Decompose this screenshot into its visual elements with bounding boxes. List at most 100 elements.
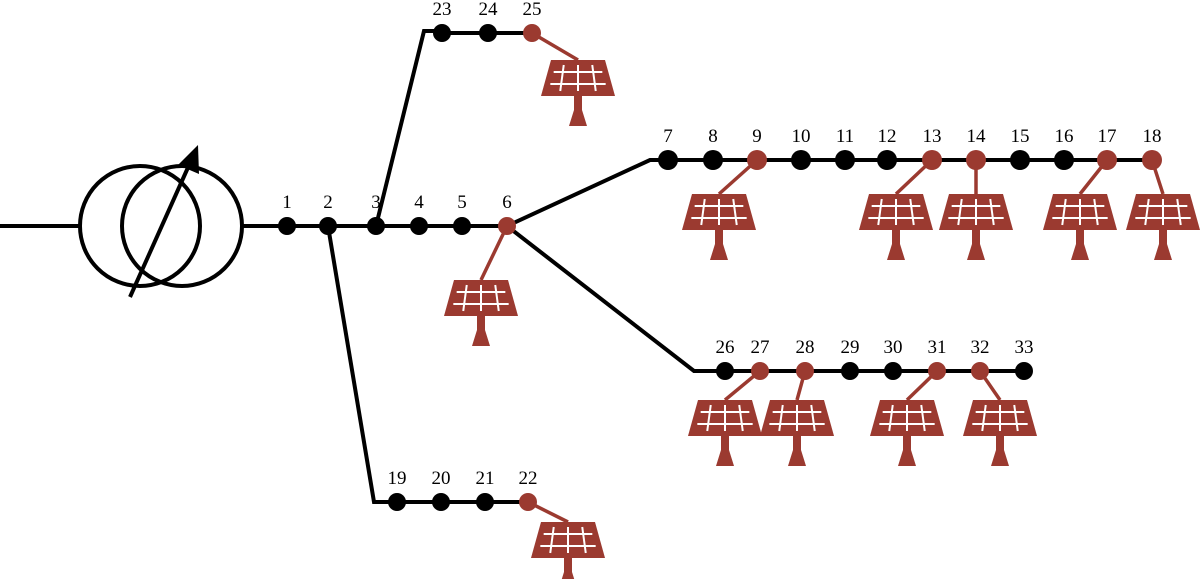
branch-line-6-26 bbox=[505, 224, 725, 373]
solar-panel-icon bbox=[1126, 194, 1200, 260]
solar-panel-base bbox=[887, 244, 905, 260]
solar-panel-grid-line bbox=[778, 404, 784, 432]
bus-label-15: 15 bbox=[1011, 126, 1030, 147]
bus-node-3 bbox=[367, 217, 385, 235]
solar-panel-base bbox=[898, 450, 916, 466]
solar-panel-grid-line bbox=[810, 404, 816, 432]
bus-label-30: 30 bbox=[884, 337, 903, 358]
solar-panel-base bbox=[561, 572, 575, 579]
solar-panel-stand bbox=[996, 436, 1004, 456]
bus-label-10: 10 bbox=[792, 126, 811, 147]
bus-label-25: 25 bbox=[523, 0, 542, 20]
bus-node-20 bbox=[432, 493, 450, 511]
solar-panel-grid-line bbox=[706, 404, 712, 432]
solar-panel-stand bbox=[721, 436, 729, 456]
bus-node-8 bbox=[703, 150, 723, 170]
solar-panel-stand bbox=[1159, 230, 1167, 250]
bus-node-5 bbox=[453, 217, 471, 235]
solar-panel-stand bbox=[972, 230, 980, 250]
solar-panel-grid-line bbox=[700, 198, 706, 226]
bus-node-28 bbox=[796, 362, 814, 380]
bus-label-3: 3 bbox=[371, 192, 381, 213]
bus-label-21: 21 bbox=[476, 468, 495, 489]
bus-node-33 bbox=[1015, 362, 1033, 380]
solar-panel-grid-line bbox=[549, 526, 555, 554]
solar-panel-grid-line bbox=[877, 198, 883, 226]
solar-panel-grid-line bbox=[909, 198, 915, 226]
bus-node-4 bbox=[410, 217, 428, 235]
tap-changer-arrow-shaft bbox=[128, 162, 192, 298]
bus-node-24 bbox=[479, 24, 497, 42]
solar-panel-grid-line bbox=[462, 284, 468, 312]
solar-panel-grid-line bbox=[1061, 198, 1067, 226]
bus-node-15 bbox=[1010, 150, 1030, 170]
bus-node-25 bbox=[523, 24, 541, 42]
bus-node-10 bbox=[791, 150, 811, 170]
bus-label-19: 19 bbox=[388, 468, 407, 489]
solar-panel-icon bbox=[541, 60, 615, 126]
solar-panel-base bbox=[472, 330, 490, 346]
solar-panel-grid-line bbox=[957, 198, 963, 226]
bus-node-16 bbox=[1054, 150, 1074, 170]
bus-label-23: 23 bbox=[433, 0, 452, 20]
solar-panel-icon bbox=[963, 400, 1037, 466]
pv-link-bus-6 bbox=[479, 225, 509, 281]
solar-panel-icon bbox=[531, 522, 605, 579]
branch-line-3-23 bbox=[374, 29, 442, 227]
solar-panel-grid-line bbox=[1093, 198, 1099, 226]
bus-label-8: 8 bbox=[708, 126, 718, 147]
bus-node-14 bbox=[966, 150, 986, 170]
bus-label-20: 20 bbox=[432, 468, 451, 489]
bus-nodes bbox=[278, 24, 1162, 511]
bus-node-12 bbox=[877, 150, 897, 170]
bus-node-7 bbox=[658, 150, 678, 170]
solar-panel-grid-line bbox=[494, 284, 500, 312]
solar-panel-icon bbox=[682, 194, 756, 260]
solar-panel-grid-line bbox=[888, 404, 894, 432]
solar-panel-base bbox=[710, 244, 728, 260]
pv-connection-lines bbox=[479, 31, 1165, 524]
bus-node-9 bbox=[747, 150, 767, 170]
bus-node-27 bbox=[751, 362, 769, 380]
bus-node-26 bbox=[716, 362, 734, 380]
solar-panel-stand bbox=[574, 96, 582, 116]
bus-label-7: 7 bbox=[663, 126, 673, 147]
solar-panel-grid-line bbox=[559, 64, 565, 92]
bus-label-1: 1 bbox=[282, 192, 292, 213]
solar-panel-grid-line bbox=[732, 198, 738, 226]
solar-panel-icon bbox=[1043, 194, 1117, 260]
bus-label-27: 27 bbox=[751, 337, 770, 358]
solar-panel-grid-line bbox=[1144, 198, 1150, 226]
bus-label-26: 26 bbox=[716, 337, 735, 358]
bus-node-19 bbox=[388, 493, 406, 511]
bus-node-6 bbox=[498, 217, 516, 235]
solar-panel-icon bbox=[859, 194, 933, 260]
bus-label-28: 28 bbox=[796, 337, 815, 358]
bus-label-13: 13 bbox=[923, 126, 942, 147]
solar-panel-icon bbox=[760, 400, 834, 466]
solar-panel-grid-line bbox=[981, 404, 987, 432]
solar-panel-base bbox=[788, 450, 806, 466]
solar-panel-stand bbox=[715, 230, 723, 250]
bus-label-33: 33 bbox=[1015, 337, 1034, 358]
bus-node-30 bbox=[884, 362, 902, 380]
bus-label-14: 14 bbox=[967, 126, 987, 147]
bus-node-29 bbox=[841, 362, 859, 380]
bus-label-22: 22 bbox=[519, 468, 538, 489]
solar-panel-grid-line bbox=[1176, 198, 1182, 226]
solar-panel-stand bbox=[1076, 230, 1084, 250]
bus-node-22 bbox=[519, 493, 537, 511]
tap-changer-arrowhead-icon bbox=[178, 145, 199, 174]
solar-panel-base bbox=[716, 450, 734, 466]
bus-label-32: 32 bbox=[971, 337, 990, 358]
solar-panel-base bbox=[967, 244, 985, 260]
bus-node-17 bbox=[1097, 150, 1117, 170]
solar-panel-grid-line bbox=[920, 404, 926, 432]
bus-label-4: 4 bbox=[414, 192, 424, 213]
bus-label-12: 12 bbox=[878, 126, 897, 147]
solar-panel-icon bbox=[444, 280, 518, 346]
solar-panel-base bbox=[1154, 244, 1172, 260]
solar-panel-base bbox=[1071, 244, 1089, 260]
bus-label-11: 11 bbox=[836, 126, 854, 147]
